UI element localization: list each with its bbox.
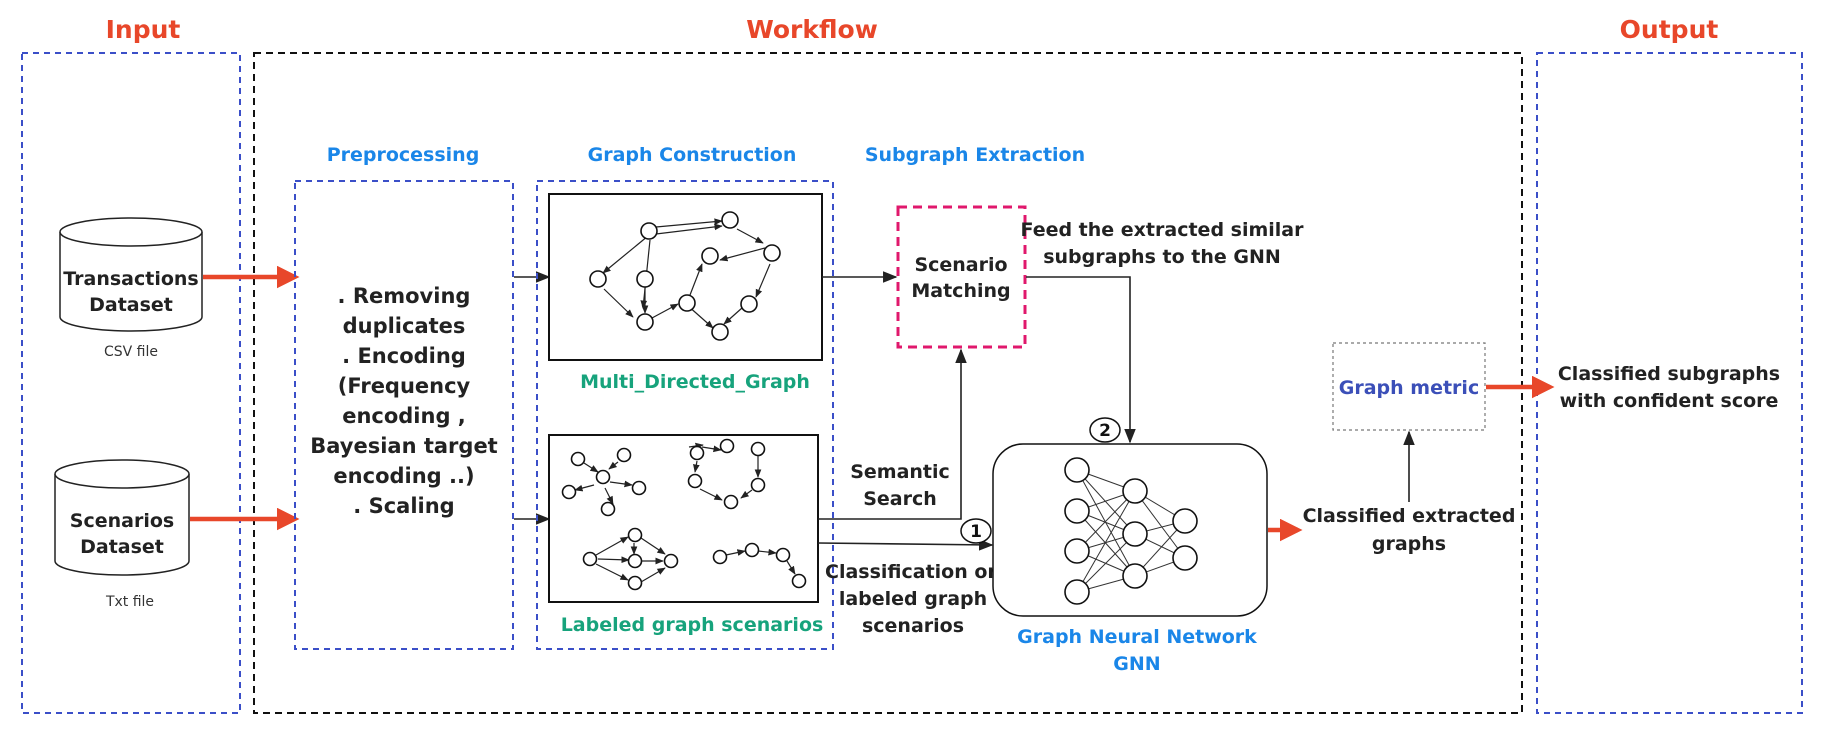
preprocessing-step: duplicates (343, 314, 466, 338)
scenario-matching-box (896, 205, 1027, 349)
scenarios-label-1: Scenarios (70, 510, 174, 532)
classification-text-3: scenarios (862, 615, 964, 637)
preprocessing-step: (Frequency (338, 374, 471, 398)
input-frame (21, 52, 241, 714)
transactions-note: CSV file (104, 344, 158, 360)
marker-2: 2 (1089, 417, 1121, 443)
scenario-matching-label-2: Matching (911, 280, 1010, 302)
graph-construction-box (536, 180, 834, 650)
input-title: Input (106, 15, 181, 44)
output-text-2: with confident score (1560, 390, 1779, 412)
scenarios-label-2: Dataset (80, 536, 164, 558)
preprocessing-step: Bayesian target (310, 434, 497, 458)
gnn-label-1: Graph Neural Network (1017, 626, 1257, 648)
marker-1: 1 (960, 518, 992, 544)
marker-2-number: 2 (1099, 421, 1111, 441)
graph-metric-box (1332, 342, 1486, 431)
labeled-graph-label: Labeled graph scenarios (561, 614, 824, 636)
feed-text-1: Feed the extracted similar (1020, 219, 1304, 241)
classification-text-1: Classification on (825, 561, 1001, 583)
classified-extracted-1: Classified extracted (1303, 505, 1516, 527)
multi-directed-graph (589, 211, 781, 341)
marker-1-number: 1 (970, 522, 982, 542)
gnn-label-2: GNN (1113, 653, 1160, 675)
classification-text-2: labeled graph (839, 588, 987, 610)
graph-construction-title: Graph Construction (588, 144, 797, 166)
output-text-1: Classified subgraphs (1558, 363, 1780, 385)
preprocessing-step: encoding ..) (333, 464, 474, 488)
preprocessing-step: encoding , (342, 404, 466, 428)
labeled-graph-box (548, 434, 819, 603)
preprocessing-steps: . Removing duplicates . Encoding (Freque… (310, 284, 497, 518)
matching-to-gnn-arrow (1026, 276, 1136, 444)
feed-text-2: subgraphs to the GNN (1043, 246, 1281, 268)
preprocessing-step: . Removing (338, 284, 471, 308)
transactions-label-2: Dataset (89, 294, 173, 316)
semantic-search-arrow (818, 348, 967, 520)
transactions-label-1: Transactions (63, 268, 198, 290)
semantic-search-label-1: Semantic (850, 461, 950, 483)
transactions-database-icon (59, 217, 203, 332)
labeled-graph-scenarios (561, 438, 807, 591)
graph-metric-label: Graph metric (1339, 377, 1479, 399)
workflow-frame (253, 52, 1523, 714)
classified-extracted-2: graphs (1372, 533, 1446, 555)
preprocessing-step: . Encoding (342, 344, 466, 368)
neural-network-icon (1064, 457, 1198, 605)
workflow-title: Workflow (746, 15, 878, 44)
semantic-search-label-2: Search (863, 488, 937, 510)
subgraph-extraction-title: Subgraph Extraction (865, 144, 1085, 166)
scenario-matching-label-1: Scenario (914, 254, 1007, 276)
output-title: Output (1620, 15, 1719, 44)
preprocessing-title: Preprocessing (327, 144, 480, 166)
preprocessing-box (294, 180, 514, 650)
multi-directed-graph-label: Multi_Directed_Graph (580, 371, 810, 393)
preprocessing-step: . Scaling (353, 494, 454, 518)
scenarios-database-icon (54, 459, 190, 576)
scenarios-note: Txt file (105, 594, 154, 610)
labeled-to-gnn-arrow (817, 539, 994, 551)
